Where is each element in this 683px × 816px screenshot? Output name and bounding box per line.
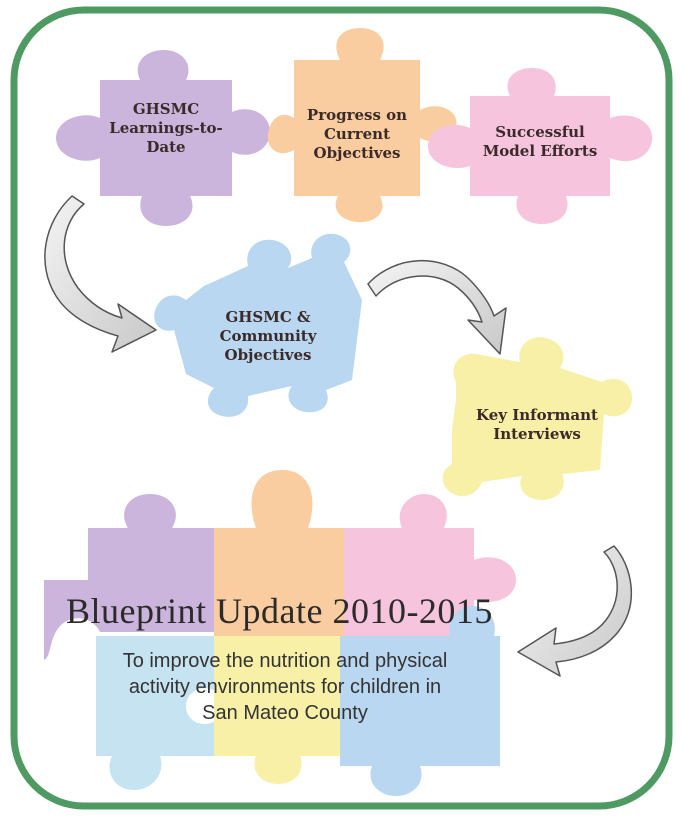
arrow-community-to-interviews — [367, 260, 507, 355]
puzzle-piece-successful — [428, 68, 653, 224]
cluster-piece-lightblue — [96, 636, 214, 790]
cluster-piece-orange — [214, 470, 344, 636]
cluster-piece-purple — [44, 494, 246, 660]
cluster-piece-blue — [340, 606, 500, 796]
blueprint-subtitle: To improve the nutrition and physical ac… — [122, 650, 448, 724]
puzzle-piece-learnings — [56, 50, 270, 226]
cluster-piece-pink — [344, 494, 516, 636]
cluster-piece-yellow — [214, 636, 340, 784]
label-interviews: Key Informant Interviews — [476, 406, 598, 443]
bottom-puzzle-cluster — [44, 470, 516, 796]
puzzle-piece-progress — [267, 28, 457, 222]
label-successful: Successful Model Efforts — [482, 123, 598, 160]
label-learnings: GHSMC Learnings-to- Date — [109, 100, 223, 156]
puzzle-piece-interviews — [442, 337, 632, 500]
label-progress: Progress on Current Objectives — [306, 106, 408, 162]
puzzle-piece-community — [154, 233, 362, 417]
blueprint-title: Blueprint Update 2010-2015 — [66, 591, 493, 631]
label-community: GHSMC & Community Objectives — [219, 308, 317, 364]
arrow-interviews-to-blueprint — [517, 545, 633, 677]
arrow-learnings-to-community — [44, 195, 157, 353]
